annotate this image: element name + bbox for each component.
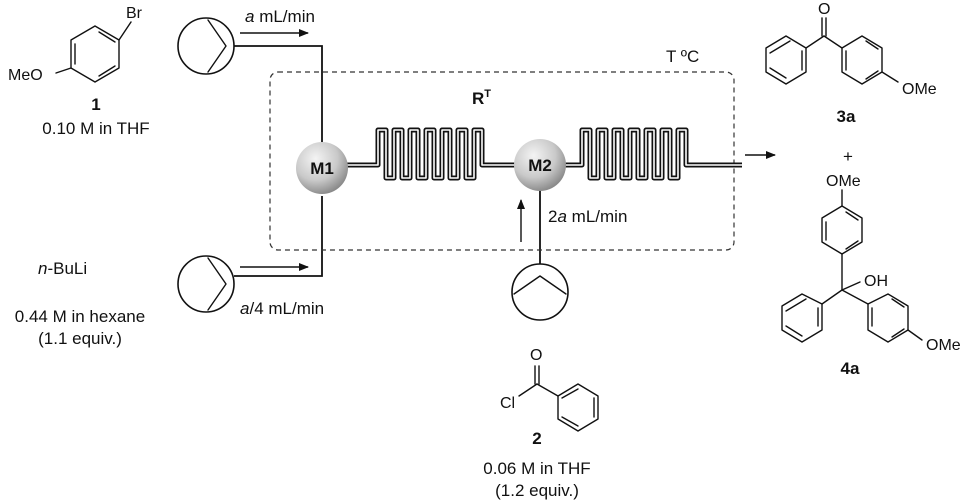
product-3a-methoxy: OMe [902, 81, 937, 98]
nbuli-concentration: 0.44 M in hexane [15, 307, 145, 326]
nbuli-prefix: n [38, 259, 47, 278]
compound-1-concentration: 0.10 M in THF [42, 119, 149, 138]
compound-2-concentration: 0.06 M in THF [483, 459, 590, 478]
mixer-m1: M1 [296, 142, 348, 194]
product-4a-methoxy-top: OMe [826, 173, 861, 190]
mixer-m2: M2 [514, 139, 566, 191]
temperature-label: T ºC [666, 47, 699, 66]
methoxy-label: MeO [8, 67, 43, 84]
product-4a-structure [781, 189, 923, 343]
feed-line-bottom [234, 196, 323, 277]
compound-1-number: 1 [91, 95, 100, 114]
flow-rate-top: a mL/min [245, 7, 315, 26]
reactor-coil-1 [346, 127, 518, 181]
reactor-label: RT [472, 88, 491, 108]
compound-2-equiv: (1.2 equiv.) [495, 481, 579, 500]
mixer-m2-label: M2 [528, 156, 552, 175]
nbuli-label: n-BuLi [38, 259, 87, 278]
product-3a-number: 3a [837, 107, 856, 126]
product-4a-hydroxyl: OH [864, 273, 888, 290]
flow-rate-m2: 2a mL/min [548, 207, 627, 226]
nbuli-rest: -BuLi [47, 259, 87, 278]
feed-line-top [234, 45, 323, 146]
product-3a-structure [765, 17, 899, 85]
bromo-label: Br [126, 5, 143, 22]
compound-2-chlorine: Cl [500, 395, 515, 412]
pump-1-icon [177, 17, 235, 75]
nbuli-equiv: (1.1 equiv.) [38, 329, 122, 348]
pump-2-icon [177, 255, 235, 313]
flow-rate-bottom: a/4 mL/min [240, 299, 324, 318]
temperature-zone-box [269, 71, 735, 251]
reactor-coil-2 [562, 127, 742, 181]
product-4a-number: 4a [841, 359, 860, 378]
product-4a-methoxy-right: OMe [926, 337, 961, 354]
pump-3-icon [511, 263, 569, 321]
mixer-m1-label: M1 [310, 159, 334, 178]
compound-2-number: 2 [532, 429, 541, 448]
compound-2-oxygen: O [530, 347, 542, 364]
compound-2-structure [518, 365, 599, 432]
compound-1-structure [55, 21, 132, 83]
plus-sign: + [843, 147, 853, 166]
product-3a-oxygen: O [818, 1, 830, 18]
